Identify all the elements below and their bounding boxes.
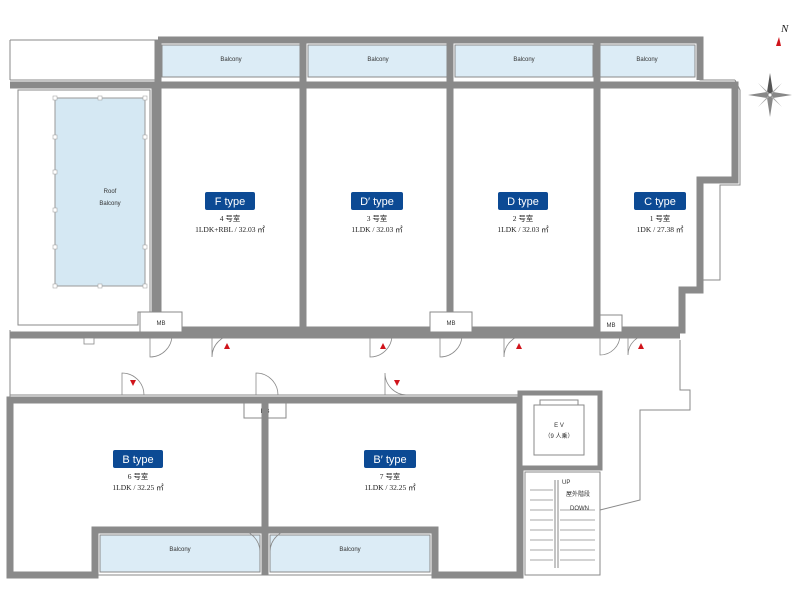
room-layout: 1LDK / 32.03 ㎡ bbox=[351, 225, 403, 234]
room-layout: 1LDK / 32.25 ㎡ bbox=[364, 483, 416, 492]
door-swing bbox=[627, 334, 649, 356]
balcony-label-7: Balcony bbox=[339, 547, 360, 553]
stairs-down-label: DOWN bbox=[570, 506, 589, 512]
mb-label-4: MB bbox=[157, 321, 166, 327]
doors bbox=[121, 334, 649, 553]
room-layout: 1DK / 27.38 ㎡ bbox=[637, 225, 684, 234]
room-D: D type 2 号室 1LDK / 32.03 ㎡ bbox=[497, 192, 549, 234]
door-swing bbox=[237, 529, 261, 553]
mb-label-2: MB bbox=[447, 321, 456, 327]
door-swing bbox=[269, 529, 293, 553]
balcony-2 bbox=[454, 44, 594, 78]
door-swing bbox=[439, 334, 463, 358]
stairs-name-label: 屋外階段 bbox=[566, 490, 590, 498]
compass-rose-icon bbox=[748, 73, 792, 117]
door-swing bbox=[121, 372, 145, 396]
entrance-arrow-icon bbox=[516, 343, 522, 349]
elevator: E V （9 人乗） bbox=[517, 390, 603, 471]
room-number: 1 号室 bbox=[650, 213, 671, 223]
room-number: 2 号室 bbox=[513, 213, 534, 223]
door-swing bbox=[255, 372, 279, 396]
room-type-badge: D type bbox=[507, 196, 539, 208]
room-type-badge: B type bbox=[122, 454, 153, 466]
entrance-arrow-icon bbox=[130, 380, 136, 386]
entrance-arrow-icon bbox=[638, 343, 644, 349]
room-layout: 1LDK / 32.03 ㎡ bbox=[497, 225, 549, 234]
lower-room-walls bbox=[6, 396, 524, 579]
room-number: 6 号室 bbox=[128, 471, 149, 481]
elevator-label-2: （9 人乗） bbox=[544, 433, 573, 440]
door-swing bbox=[369, 334, 393, 358]
door-swing bbox=[599, 334, 621, 356]
balcony-3 bbox=[307, 44, 449, 78]
door-swing bbox=[503, 334, 527, 358]
upper-room-walls bbox=[154, 36, 739, 334]
room-type-badge: B′ type bbox=[373, 454, 406, 466]
room-type-badge: D′ type bbox=[360, 196, 394, 208]
balcony-1 bbox=[599, 44, 696, 78]
north-needle-icon bbox=[776, 37, 781, 46]
outdoor-stairs: UP 屋外階段 DOWN bbox=[524, 471, 601, 576]
room-F: F type 4 号室 1LDK+RBL / 32.03 ㎡ bbox=[195, 192, 265, 234]
balcony-label-3: Balcony bbox=[367, 57, 388, 63]
room-B-prime: B′ type 7 号室 1LDK / 32.25 ㎡ bbox=[364, 450, 416, 492]
room-layout: 1LDK / 32.25 ㎡ bbox=[112, 483, 164, 492]
mb-label-1: MB bbox=[607, 323, 616, 329]
room-layout: 1LDK+RBL / 32.03 ㎡ bbox=[195, 225, 265, 234]
balcony-label-6: Balcony bbox=[169, 547, 190, 553]
elevator-label-1: E V bbox=[554, 423, 564, 429]
entrance-arrow-icon bbox=[394, 380, 400, 386]
room-C: C type 1 号室 1DK / 27.38 ㎡ bbox=[634, 192, 686, 234]
room-B: B type 6 号室 1LDK / 32.25 ㎡ bbox=[112, 450, 164, 492]
roof-balcony-label-2: Balcony bbox=[99, 201, 120, 207]
balcony-label-1: Balcony bbox=[636, 57, 657, 63]
balcony-6 bbox=[99, 534, 261, 573]
room-number: 3 号室 bbox=[367, 213, 388, 223]
room-type-badge: F type bbox=[215, 196, 246, 208]
balcony-7 bbox=[269, 534, 431, 573]
top-balconies: Balcony Balcony Balcony Balcony bbox=[161, 44, 696, 78]
entrance-arrows bbox=[130, 343, 644, 386]
north-label: N bbox=[780, 23, 789, 35]
door-swing bbox=[384, 372, 408, 396]
room-type-badge: C type bbox=[644, 196, 676, 208]
room-number: 4 号室 bbox=[220, 213, 241, 223]
balcony-label-2: Balcony bbox=[513, 57, 534, 63]
corridor bbox=[10, 331, 680, 396]
door-swing bbox=[211, 334, 235, 358]
balcony-label-4: Balcony bbox=[220, 57, 241, 63]
room-number: 7 号室 bbox=[380, 471, 401, 481]
roof-balcony-label-1: Roof bbox=[104, 189, 117, 195]
roof-balcony-area: Roof Balcony bbox=[10, 81, 159, 330]
entrance-arrow-icon bbox=[224, 343, 230, 349]
bottom-balconies: Balcony Balcony bbox=[99, 534, 431, 573]
compass: N bbox=[748, 23, 792, 117]
stairs-up-label: UP bbox=[562, 480, 570, 486]
room-D-prime: D′ type 3 号室 1LDK / 32.03 ㎡ bbox=[351, 192, 403, 234]
door-swing bbox=[149, 334, 173, 358]
balcony-4 bbox=[161, 44, 301, 78]
entrance-arrow-icon bbox=[380, 343, 386, 349]
